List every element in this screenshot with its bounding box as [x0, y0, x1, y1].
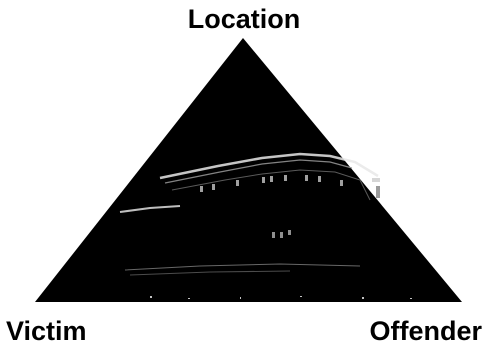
vertex-label-offender: Offender — [369, 318, 482, 345]
vertex-label-victim: Victim — [6, 318, 87, 345]
vertex-label-location: Location — [0, 6, 488, 33]
triangle-shape — [35, 38, 462, 302]
